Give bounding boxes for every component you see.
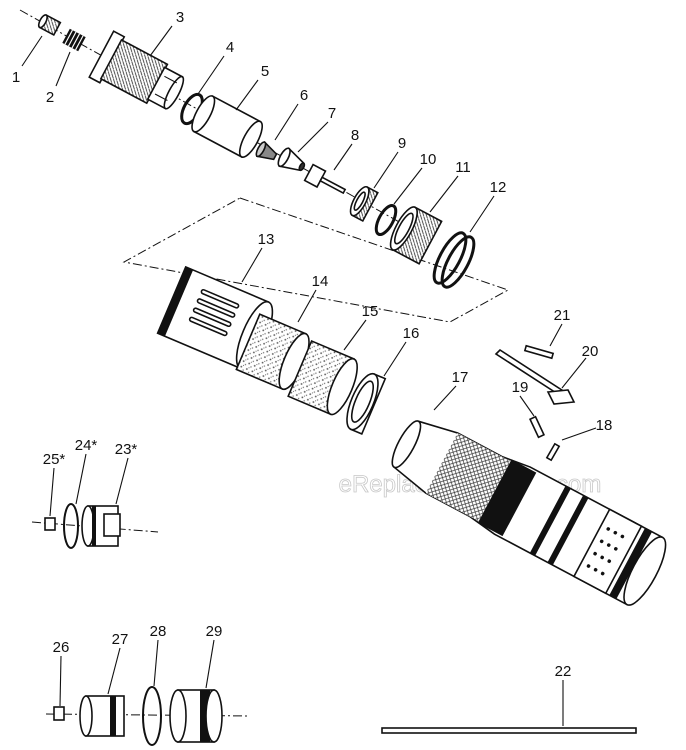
part-29-collet-nut xyxy=(169,689,223,743)
part-21-pin xyxy=(523,344,555,360)
part-5-sleeve xyxy=(191,95,263,158)
callout-10: 10 xyxy=(420,151,437,168)
callout-8: 8 xyxy=(351,127,359,144)
part-7-cone xyxy=(277,147,306,172)
part-1-plug xyxy=(37,13,62,37)
part-26-plug xyxy=(53,706,65,721)
part-20-trigger-lever xyxy=(494,348,576,405)
part-19-roll-pin xyxy=(528,415,546,439)
callout-1: 1 xyxy=(12,69,20,86)
callout-3: 3 xyxy=(176,9,184,26)
callout-4: 4 xyxy=(226,39,234,56)
callout-13: 13 xyxy=(258,231,275,248)
callout-21: 21 xyxy=(554,307,571,324)
part-3-threaded-housing xyxy=(88,30,185,110)
part-15-muffler-element xyxy=(287,339,358,416)
callout-26: 26 xyxy=(53,639,70,656)
part-22-rod xyxy=(381,727,637,734)
callout-7: 7 xyxy=(328,105,336,122)
part-27-collet xyxy=(79,695,125,737)
callout-23: 23* xyxy=(115,441,138,458)
part-9-threaded-ring xyxy=(349,185,379,223)
part-23-collet xyxy=(81,505,121,547)
part-24-o-ring xyxy=(63,503,79,549)
callout-12: 12 xyxy=(490,179,507,196)
callout-28: 28 xyxy=(150,623,167,640)
callout-9: 9 xyxy=(398,135,406,152)
callout-6: 6 xyxy=(300,87,308,104)
part-6-cone-valve xyxy=(255,140,278,161)
callout-25: 25* xyxy=(43,451,66,468)
callout-labels: 1 2 3 4 5 6 7 8 9 10 11 12 13 14 15 16 1… xyxy=(12,9,613,680)
part-28-o-ring xyxy=(142,686,162,746)
callout-18: 18 xyxy=(596,417,613,434)
callout-16: 16 xyxy=(403,325,420,342)
callout-2: 2 xyxy=(46,89,54,106)
part-2-spring xyxy=(62,28,86,52)
part-10-o-ring xyxy=(374,203,398,237)
part-25-plug xyxy=(44,517,56,531)
part-17-tool-housing xyxy=(391,420,667,606)
callout-27: 27 xyxy=(112,631,129,648)
callout-29: 29 xyxy=(206,623,223,640)
part-14-muffler-element xyxy=(235,313,310,391)
leader-lines xyxy=(21,25,597,726)
callout-20: 20 xyxy=(582,343,599,360)
callout-5: 5 xyxy=(261,63,269,80)
callout-19: 19 xyxy=(512,379,529,396)
callout-17: 17 xyxy=(452,369,469,386)
callout-22: 22 xyxy=(555,663,572,680)
part-11-knurled-nut xyxy=(389,206,443,265)
callout-14: 14 xyxy=(312,273,329,290)
callout-15: 15 xyxy=(362,303,379,320)
part-8-valve-stem xyxy=(303,163,347,195)
part-18-pin xyxy=(545,442,561,462)
part-12-o-rings xyxy=(432,231,476,289)
callout-11: 11 xyxy=(455,159,471,176)
part-16-ring xyxy=(346,372,387,436)
callout-24: 24* xyxy=(75,437,98,454)
